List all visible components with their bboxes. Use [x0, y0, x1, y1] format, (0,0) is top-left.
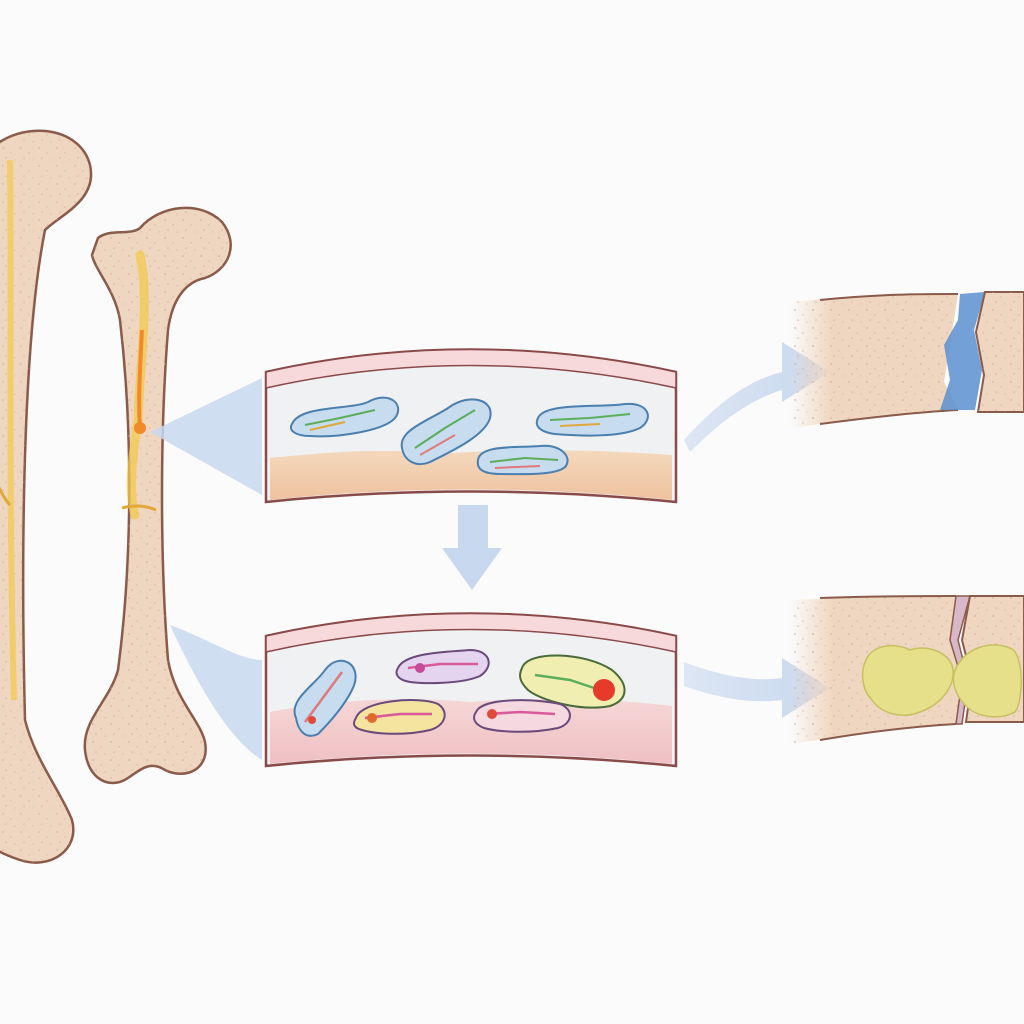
fracture-callus — [940, 292, 985, 410]
healthy-tissue-panel — [264, 348, 678, 504]
flow-arrow-down — [442, 505, 502, 590]
diseased-cell — [519, 654, 626, 709]
diseased-cell — [353, 699, 446, 735]
femur-left-partial — [0, 129, 93, 864]
lesion-right — [952, 644, 1022, 718]
diseased-cell — [395, 648, 490, 685]
diseased-cell — [473, 699, 571, 733]
healed-bone-segment — [790, 291, 1024, 428]
healthy-cell — [290, 396, 400, 438]
flow-arrow-femur-to-diseased — [170, 625, 262, 760]
diseased-tissue-panel — [264, 612, 678, 768]
flow-arrow-femur-to-healthy — [150, 378, 262, 495]
healthy-cell — [476, 444, 569, 476]
healthy-cell — [535, 402, 649, 437]
lesioned-bone-segment — [790, 594, 1024, 744]
lesion-left — [861, 644, 954, 716]
healthy-cell — [400, 398, 492, 466]
femur-center — [83, 206, 232, 785]
diseased-cell — [293, 659, 357, 737]
